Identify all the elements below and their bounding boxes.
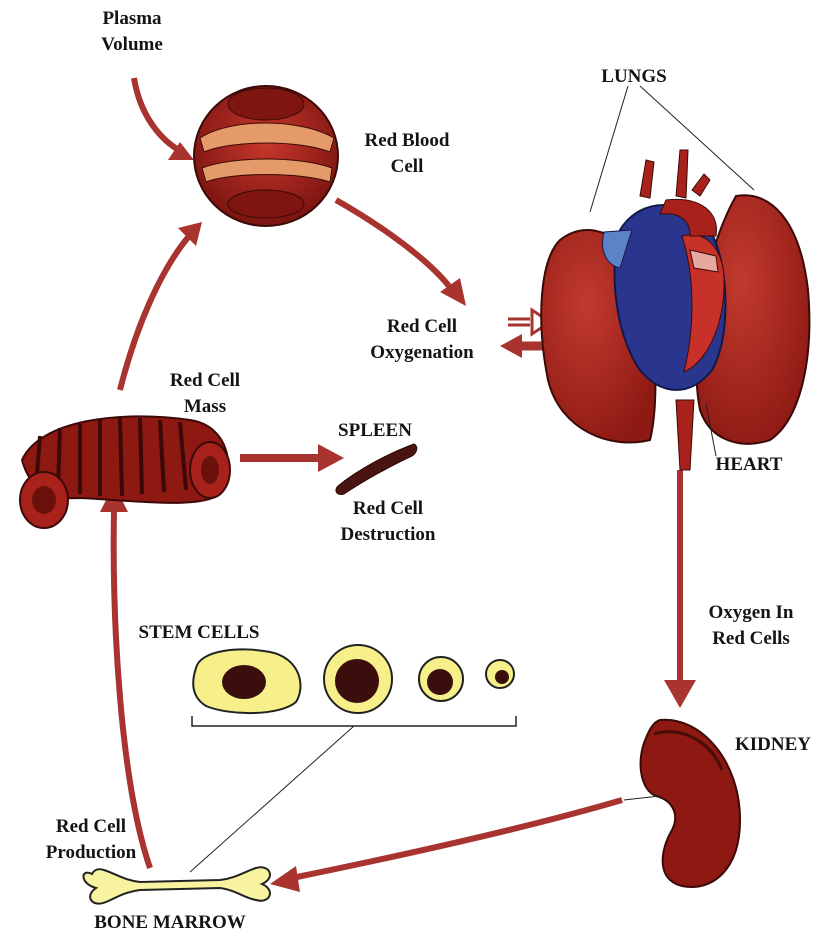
lungs-pointer-lines <box>590 86 754 212</box>
arrow-bone-to-mass <box>100 484 150 868</box>
arrow-plasma-to-rbc <box>134 78 194 160</box>
stem-cells-illustration <box>193 645 514 713</box>
arrow-heart-to-kidney <box>664 470 696 708</box>
bone-illustration <box>83 867 270 903</box>
arrow-rbc-to-lungs <box>336 200 466 306</box>
label-spleen: SPLEEN <box>320 418 430 444</box>
arrow-kidney-to-bone <box>270 800 622 892</box>
label-kidney: KIDNEY <box>718 732 828 758</box>
label-bone-marrow: BONE MARROW <box>50 910 290 936</box>
label-heart: HEART <box>704 452 794 478</box>
arrow-mass-to-rbc <box>120 222 202 390</box>
spleen-illustration <box>336 444 417 494</box>
label-stem-cells: STEM CELLS <box>114 620 284 646</box>
arrow-mass-to-spleen <box>240 444 344 472</box>
red-blood-cell-illustration <box>194 86 338 226</box>
arrow-oxygenation-out <box>500 334 546 358</box>
stem-cells-bracket <box>190 716 516 872</box>
label-lungs: LUNGS <box>584 64 684 90</box>
